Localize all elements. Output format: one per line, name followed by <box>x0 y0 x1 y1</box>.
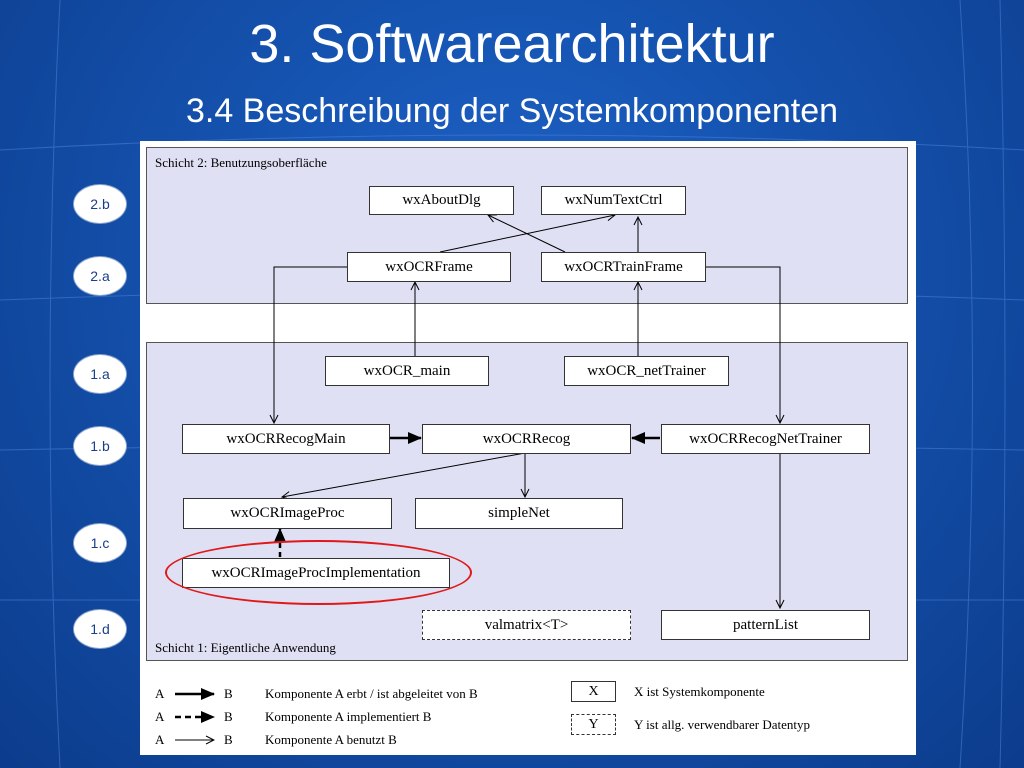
component-wxocrtrainframe: wxOCRTrainFrame <box>541 252 706 282</box>
component-wxocr-main: wxOCR_main <box>325 356 489 386</box>
legend-b-2: B <box>224 709 233 724</box>
slide-title: 3. Softwarearchitektur <box>249 14 775 74</box>
legend-x-box: X <box>571 681 616 702</box>
slide-subtitle: 3.4 Beschreibung der Systemkomponenten <box>185 92 839 130</box>
legend-uses: Komponente A benutzt B <box>265 732 397 747</box>
architecture-diagram: Schicht 2: Benutzungsoberfläche Schicht … <box>140 141 916 755</box>
badge-1c: 1.c <box>73 523 127 563</box>
badge-1b: 1.b <box>73 426 127 466</box>
component-patternlist: patternList <box>661 610 870 640</box>
component-wxocrrecognettrainer: wxOCRRecogNetTrainer <box>661 424 870 454</box>
legend-a-2: A <box>155 709 165 724</box>
component-wxocr-nettrainer: wxOCR_netTrainer <box>564 356 729 386</box>
badge-2b: 2.b <box>73 184 127 224</box>
legend-b-1: B <box>224 686 233 701</box>
badge-2a: 2.a <box>73 256 127 296</box>
legend-a-3: A <box>155 732 165 747</box>
badge-1a: 1.a <box>73 354 127 394</box>
component-wxocrrecog: wxOCRRecog <box>422 424 631 454</box>
component-wxocrrecogmain: wxOCRRecogMain <box>182 424 390 454</box>
component-simplenet: simpleNet <box>415 498 623 529</box>
component-wxnumtextctrl: wxNumTextCtrl <box>541 186 686 215</box>
component-valmatrix: valmatrix<T> <box>422 610 631 640</box>
component-wxocrimageproc: wxOCRImageProc <box>183 498 392 529</box>
legend-a-1: A <box>155 686 165 701</box>
legend-y-box: Y <box>571 714 616 735</box>
legend-b-3: B <box>224 732 233 747</box>
badge-1d: 1.d <box>73 609 127 649</box>
component-wxaboutdlg: wxAboutDlg <box>369 186 514 215</box>
legend-inherits: Komponente A erbt / ist abgeleitet von B <box>265 686 478 701</box>
layer-1-label: Schicht 1: Eigentliche Anwendung <box>155 640 336 655</box>
component-wxocrframe: wxOCRFrame <box>347 252 511 282</box>
highlight-ellipse <box>165 540 472 605</box>
legend-y-desc: Y ist allg. verwendbarer Datentyp <box>634 717 811 732</box>
legend-implements: Komponente A implementiert B <box>265 709 432 724</box>
legend-x-desc: X ist Systemkomponente <box>634 684 765 699</box>
layer-2-label: Schicht 2: Benutzungsoberfläche <box>155 155 327 170</box>
